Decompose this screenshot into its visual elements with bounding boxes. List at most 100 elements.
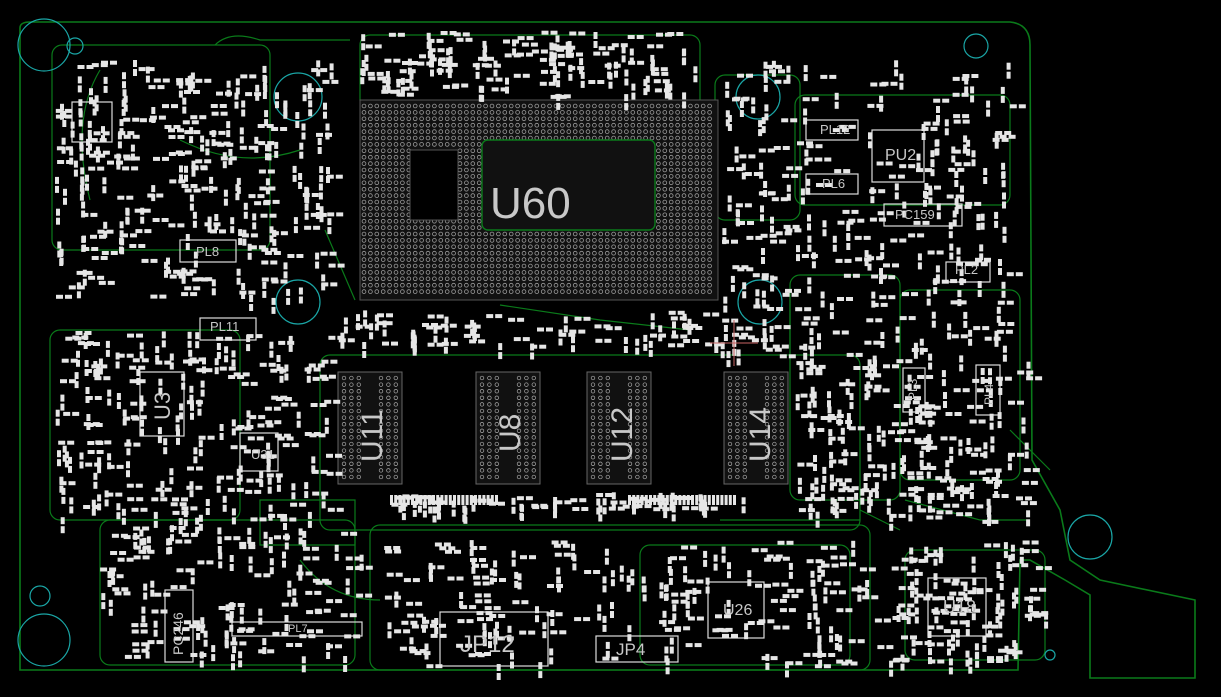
smd-pad bbox=[920, 411, 928, 416]
bga-ball bbox=[515, 116, 520, 122]
smd-pad bbox=[987, 510, 991, 518]
smd-pad bbox=[950, 300, 958, 305]
smd-pad bbox=[141, 615, 146, 623]
bga-ball bbox=[483, 103, 488, 109]
memory-ball bbox=[516, 474, 522, 480]
smd-pad bbox=[762, 304, 770, 309]
smd-pad bbox=[925, 445, 930, 452]
bga-ball bbox=[393, 110, 399, 115]
bga-ball bbox=[451, 122, 456, 128]
smd-pad bbox=[81, 212, 89, 217]
bga-ball bbox=[361, 174, 367, 179]
smd-pad bbox=[189, 490, 194, 498]
bga-ball bbox=[438, 142, 444, 147]
bga-ball bbox=[464, 199, 469, 205]
smd-pad bbox=[627, 634, 632, 642]
smd-pad bbox=[881, 439, 886, 447]
memory-ball bbox=[479, 402, 485, 407]
smd-pad bbox=[319, 166, 324, 174]
smd-pad bbox=[198, 449, 203, 457]
smd-pad bbox=[265, 420, 273, 425]
memory-ball bbox=[598, 395, 603, 400]
memory-ball bbox=[524, 395, 529, 400]
bga-ball bbox=[675, 135, 680, 141]
smd-pad bbox=[239, 136, 244, 144]
smd-pad bbox=[969, 492, 974, 499]
smd-pad bbox=[335, 644, 342, 649]
bga-ball bbox=[464, 110, 469, 115]
bga-ball bbox=[476, 225, 482, 230]
smd-pad bbox=[90, 138, 98, 143]
smd-pad bbox=[168, 152, 176, 156]
smd-pad bbox=[510, 661, 514, 669]
smd-pad bbox=[683, 626, 691, 631]
bga-ball bbox=[374, 116, 380, 122]
smd-pad bbox=[1010, 544, 1015, 552]
smd-pad bbox=[837, 496, 845, 501]
bga-ball bbox=[496, 110, 501, 115]
memory-ball bbox=[531, 435, 536, 440]
smd-pad bbox=[272, 631, 280, 636]
smd-pad bbox=[195, 485, 203, 490]
label-pl6: PL6 bbox=[822, 176, 845, 191]
smd-pad bbox=[311, 465, 316, 473]
smd-pad bbox=[920, 348, 928, 352]
smd-pad bbox=[663, 88, 671, 93]
smd-pad bbox=[271, 231, 279, 236]
bga-ball bbox=[643, 231, 648, 237]
smd-pad bbox=[234, 101, 239, 109]
bga-ball bbox=[675, 161, 680, 166]
bga-ball bbox=[636, 289, 642, 294]
smd-pad bbox=[327, 507, 335, 512]
bga-ball bbox=[406, 110, 412, 115]
smd-pad bbox=[459, 592, 464, 599]
bga-ball bbox=[675, 122, 680, 128]
smd-pad bbox=[813, 612, 818, 620]
smd-pad bbox=[374, 323, 379, 331]
smd-pad bbox=[450, 341, 458, 346]
bga-ball bbox=[656, 122, 661, 128]
smd-pad bbox=[752, 273, 760, 278]
crosshair-cursor[interactable] bbox=[710, 320, 758, 366]
bga-ball bbox=[387, 231, 392, 237]
smd-pad bbox=[252, 222, 257, 230]
smd-pad bbox=[898, 603, 906, 608]
smd-pad bbox=[472, 334, 477, 341]
smd-pad bbox=[563, 316, 568, 324]
smd-pad bbox=[78, 119, 83, 127]
smd-pad bbox=[70, 121, 75, 129]
bga-ball bbox=[707, 225, 712, 230]
smd-pad bbox=[227, 487, 235, 492]
memory-ball bbox=[487, 468, 492, 473]
smd-pad bbox=[283, 523, 287, 530]
smd-pad bbox=[190, 568, 195, 576]
smd-pad bbox=[130, 415, 138, 420]
memory-ball bbox=[742, 448, 747, 453]
smd-pad bbox=[312, 376, 320, 381]
smd-pad bbox=[122, 166, 130, 171]
smd-pad bbox=[927, 250, 935, 255]
smd-pad bbox=[1021, 563, 1029, 568]
bga-ball bbox=[451, 129, 456, 134]
smd-pad bbox=[59, 250, 64, 257]
connector-pin bbox=[636, 495, 640, 505]
smd-pad bbox=[963, 135, 968, 143]
smd-pad bbox=[282, 560, 286, 568]
smd-pad bbox=[320, 68, 328, 73]
smd-pad bbox=[583, 617, 591, 622]
smd-pad bbox=[131, 629, 139, 634]
bga-ball bbox=[662, 129, 668, 134]
smd-pad bbox=[182, 636, 190, 641]
smd-pad bbox=[857, 218, 865, 223]
smd-pad bbox=[66, 160, 74, 164]
bga-ball bbox=[444, 103, 450, 109]
bga-ball bbox=[681, 263, 687, 269]
smd-pad bbox=[214, 367, 219, 375]
smd-pad bbox=[133, 545, 141, 550]
smd-pad bbox=[715, 614, 722, 619]
memory-chip bbox=[586, 371, 652, 485]
smd-pad bbox=[192, 211, 197, 219]
bga-ball bbox=[393, 270, 399, 275]
smd-pad bbox=[782, 146, 790, 150]
